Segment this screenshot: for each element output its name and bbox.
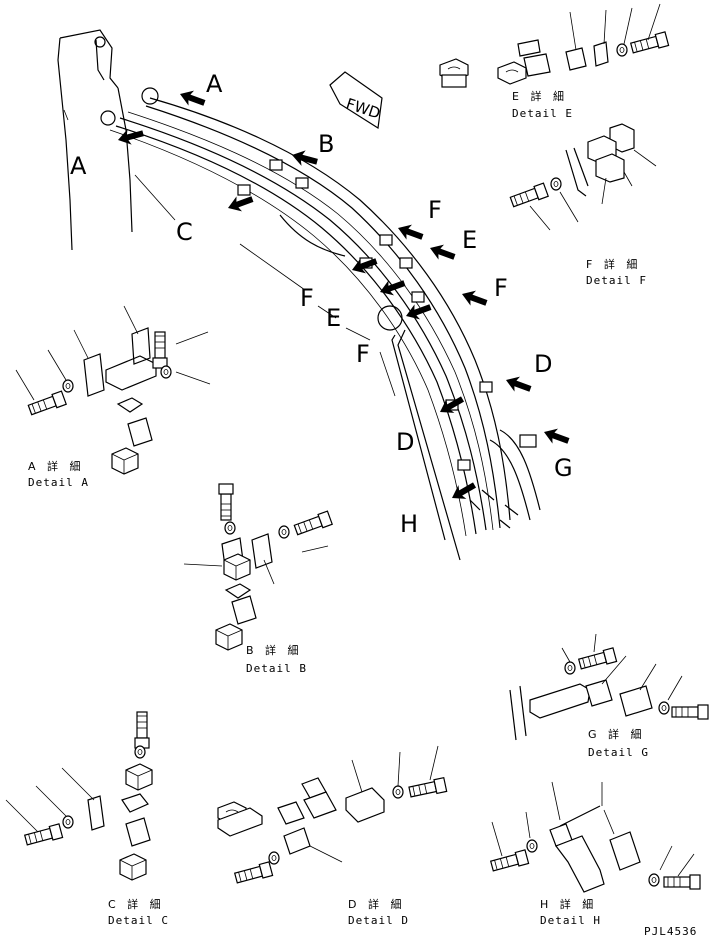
- svg-text:Detail H: Detail H: [540, 914, 601, 927]
- callout-D-right: D: [503, 350, 552, 397]
- detail-A: A 詳 細 Detail A: [15, 305, 211, 489]
- svg-text:G: G: [554, 454, 573, 482]
- svg-text:F: F: [300, 284, 314, 312]
- callout-E-mid: E: [326, 275, 408, 332]
- svg-text:F: F: [494, 274, 508, 302]
- svg-text:Detail A: Detail A: [28, 476, 89, 489]
- svg-text:Detail E: Detail E: [512, 107, 573, 120]
- detail-C: C 詳 細 Detail C: [5, 711, 169, 927]
- svg-text:Detail B: Detail B: [246, 662, 307, 675]
- svg-text:D 詳 細: D 詳 細: [348, 897, 405, 911]
- boom-outline: [57, 29, 133, 251]
- callout-A-left: A: [70, 125, 146, 180]
- svg-text:C 詳 細: C 詳 細: [108, 897, 165, 911]
- svg-text:E: E: [326, 304, 341, 332]
- detail-E: E 詳 細 Detail E: [439, 3, 670, 120]
- callout-A-top: A: [177, 70, 223, 111]
- svg-text:F: F: [356, 340, 370, 368]
- svg-text:Detail G: Detail G: [588, 746, 649, 759]
- svg-text:Detail D: Detail D: [348, 914, 409, 927]
- svg-text:G 詳 細: G 詳 細: [588, 727, 646, 741]
- svg-text:A: A: [70, 152, 87, 180]
- callout-F-lower: F: [356, 299, 434, 368]
- svg-text:H 詳 細: H 詳 細: [540, 897, 597, 911]
- callout-B: B: [289, 130, 334, 170]
- callout-G: G: [541, 424, 573, 482]
- detail-G: G 詳 細 Detail G: [509, 633, 709, 759]
- svg-text:E: E: [462, 226, 477, 254]
- svg-text:D: D: [534, 350, 552, 378]
- drawing-number: PJL4536: [644, 925, 697, 938]
- svg-text:B 詳 細: B 詳 細: [246, 643, 303, 657]
- detail-F: F 詳 細 Detail F: [509, 123, 657, 287]
- callout-H: H: [400, 478, 479, 538]
- svg-text:D: D: [396, 428, 414, 456]
- callout-D-left: D: [396, 392, 467, 456]
- svg-text:A 詳 細: A 詳 細: [28, 459, 85, 473]
- hydraulic-pipes: [100, 87, 541, 561]
- svg-text:F 詳 細: F 詳 細: [586, 257, 641, 271]
- svg-text:A: A: [206, 70, 223, 98]
- svg-text:F: F: [428, 196, 442, 224]
- detail-H: H 詳 細 Detail H: [489, 781, 701, 927]
- leader-lines: [134, 174, 396, 397]
- svg-text:Detail F: Detail F: [586, 274, 647, 287]
- callout-F-upper: F: [395, 196, 442, 245]
- callout-C: C: [176, 191, 256, 246]
- svg-text:C: C: [176, 218, 193, 246]
- detail-D: D 詳 細 Detail D: [217, 745, 448, 927]
- callout-F-right: F: [459, 274, 508, 311]
- callout-E-upper: E: [427, 226, 477, 265]
- detail-B: B 詳 細 Detail B: [183, 483, 333, 675]
- callout-F-mid: F: [300, 253, 380, 312]
- svg-text:Detail C: Detail C: [108, 914, 169, 927]
- svg-text:B: B: [318, 130, 334, 158]
- svg-text:E 詳 細: E 詳 細: [512, 89, 568, 103]
- svg-text:H: H: [400, 510, 418, 538]
- fwd-direction-sign: FWD: [329, 71, 383, 130]
